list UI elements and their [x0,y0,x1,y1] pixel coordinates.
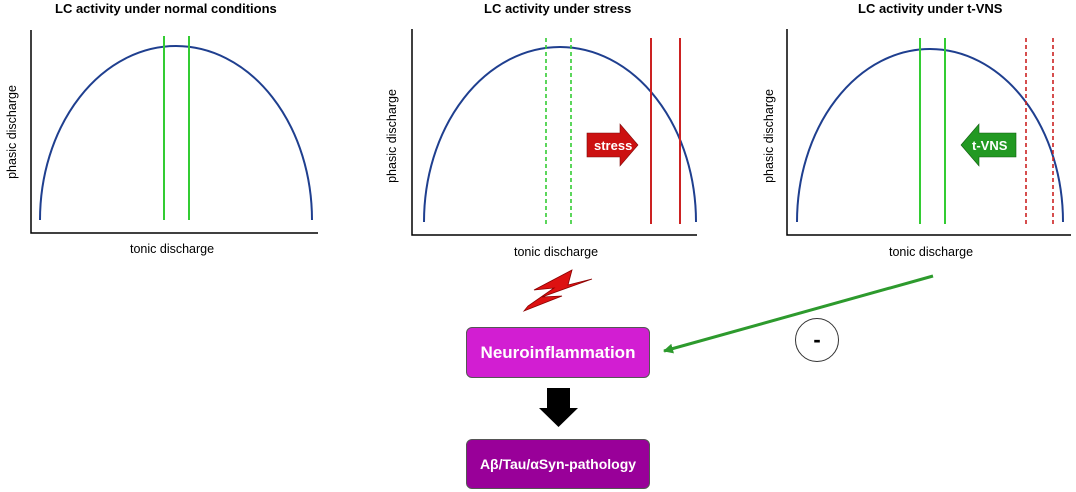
curve-stress [423,46,697,223]
axes-tvns [786,29,1071,236]
panel-normal [30,30,318,234]
xlabel-normal: tonic discharge [130,242,215,256]
panel-title-normal: LC activity under normal conditions [55,1,277,16]
y-axis-normal [30,30,318,234]
xlabel-stress: tonic discharge [514,245,599,259]
stress-arrow-label: stress [594,138,632,153]
panel-stress: stress [411,29,697,236]
tvns-arrow [960,123,1017,167]
neuroinflammation-box: Neuroinflammation [466,327,650,378]
down-arrow-icon [539,388,578,427]
axes-stress [411,29,697,236]
stress-arrow [586,123,639,167]
panel-tvns: t-VNS [786,29,1071,236]
curve-normal [39,45,313,221]
inhibition-arrow [663,274,934,354]
inhibition-symbol: - [795,318,839,362]
pathology-box: Aβ/Tau/αSyn-pathology [466,439,650,489]
xlabel-tvns: tonic discharge [889,245,974,259]
panel-title-tvns: LC activity under t-VNS [858,1,1003,16]
panel-title-stress: LC activity under stress [484,1,632,16]
tvns-arrow-label: t-VNS [972,138,1008,153]
curve-tvns [796,48,1064,223]
lightning-bolt-icon [522,269,593,312]
